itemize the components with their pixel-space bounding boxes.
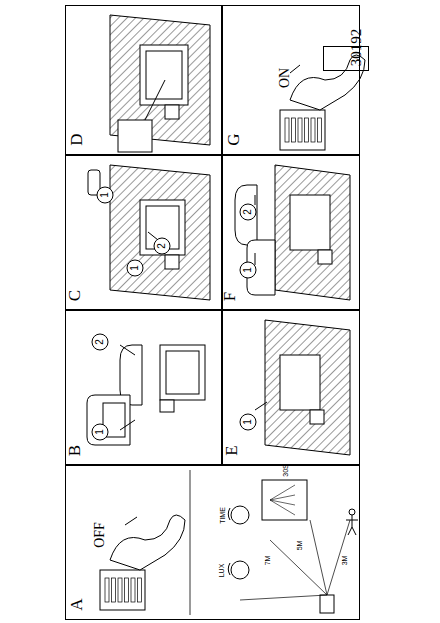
step-letter: G — [224, 134, 241, 146]
callout-circle — [92, 334, 108, 350]
code-box: 30192 — [323, 46, 369, 71]
callout-number: 1 — [243, 419, 253, 425]
step-panel: B — [65, 310, 222, 465]
callout-circle — [92, 424, 108, 440]
step-letter: E — [222, 446, 239, 456]
callout-number: 2 — [243, 209, 253, 215]
callout-number: 2 — [95, 339, 105, 345]
step-panel: E — [222, 310, 360, 465]
switch-block — [280, 110, 325, 150]
callout-circle — [97, 187, 113, 203]
housing — [87, 395, 130, 445]
wall — [110, 165, 210, 300]
switch-label: ON — [278, 68, 292, 88]
switch-label: OFF — [93, 522, 107, 548]
callout-number: 1 — [95, 429, 105, 435]
lamp — [160, 345, 205, 400]
callout-circle — [240, 414, 256, 430]
setting-label: 7M — [264, 555, 271, 565]
setting-label: 30S — [282, 464, 289, 476]
step-letter: A — [67, 599, 84, 611]
lamp — [280, 355, 320, 410]
callout-number: 1 — [243, 267, 253, 273]
hand — [110, 515, 185, 570]
lamp — [140, 200, 185, 255]
lamp — [140, 45, 188, 105]
wall — [265, 320, 350, 455]
step-letter: D — [67, 134, 84, 146]
callout-number: 1 — [130, 265, 140, 271]
wall — [275, 165, 350, 300]
switch-block — [100, 570, 145, 610]
setting-label: TIME — [218, 507, 225, 524]
callout-circle — [154, 238, 170, 254]
part-number: 30192 — [350, 29, 365, 67]
setting-label: 3M — [341, 555, 348, 565]
callout-number: 1 — [100, 192, 110, 198]
step-letter: C — [66, 290, 83, 301]
lamp — [290, 195, 330, 250]
step-letter: B — [66, 445, 83, 456]
step-panel: A — [65, 465, 360, 620]
callout-number: 2 — [157, 243, 167, 249]
step-letter: F — [221, 292, 238, 301]
step-panel: D — [65, 5, 222, 155]
setting-label: LUX — [218, 563, 225, 577]
callout-circle — [127, 260, 143, 276]
callout-circle — [240, 262, 256, 278]
step-panel: C — [65, 155, 222, 310]
callout-circle — [240, 204, 256, 220]
step-panel: F — [222, 155, 360, 310]
setting-label: 5M — [296, 540, 303, 550]
